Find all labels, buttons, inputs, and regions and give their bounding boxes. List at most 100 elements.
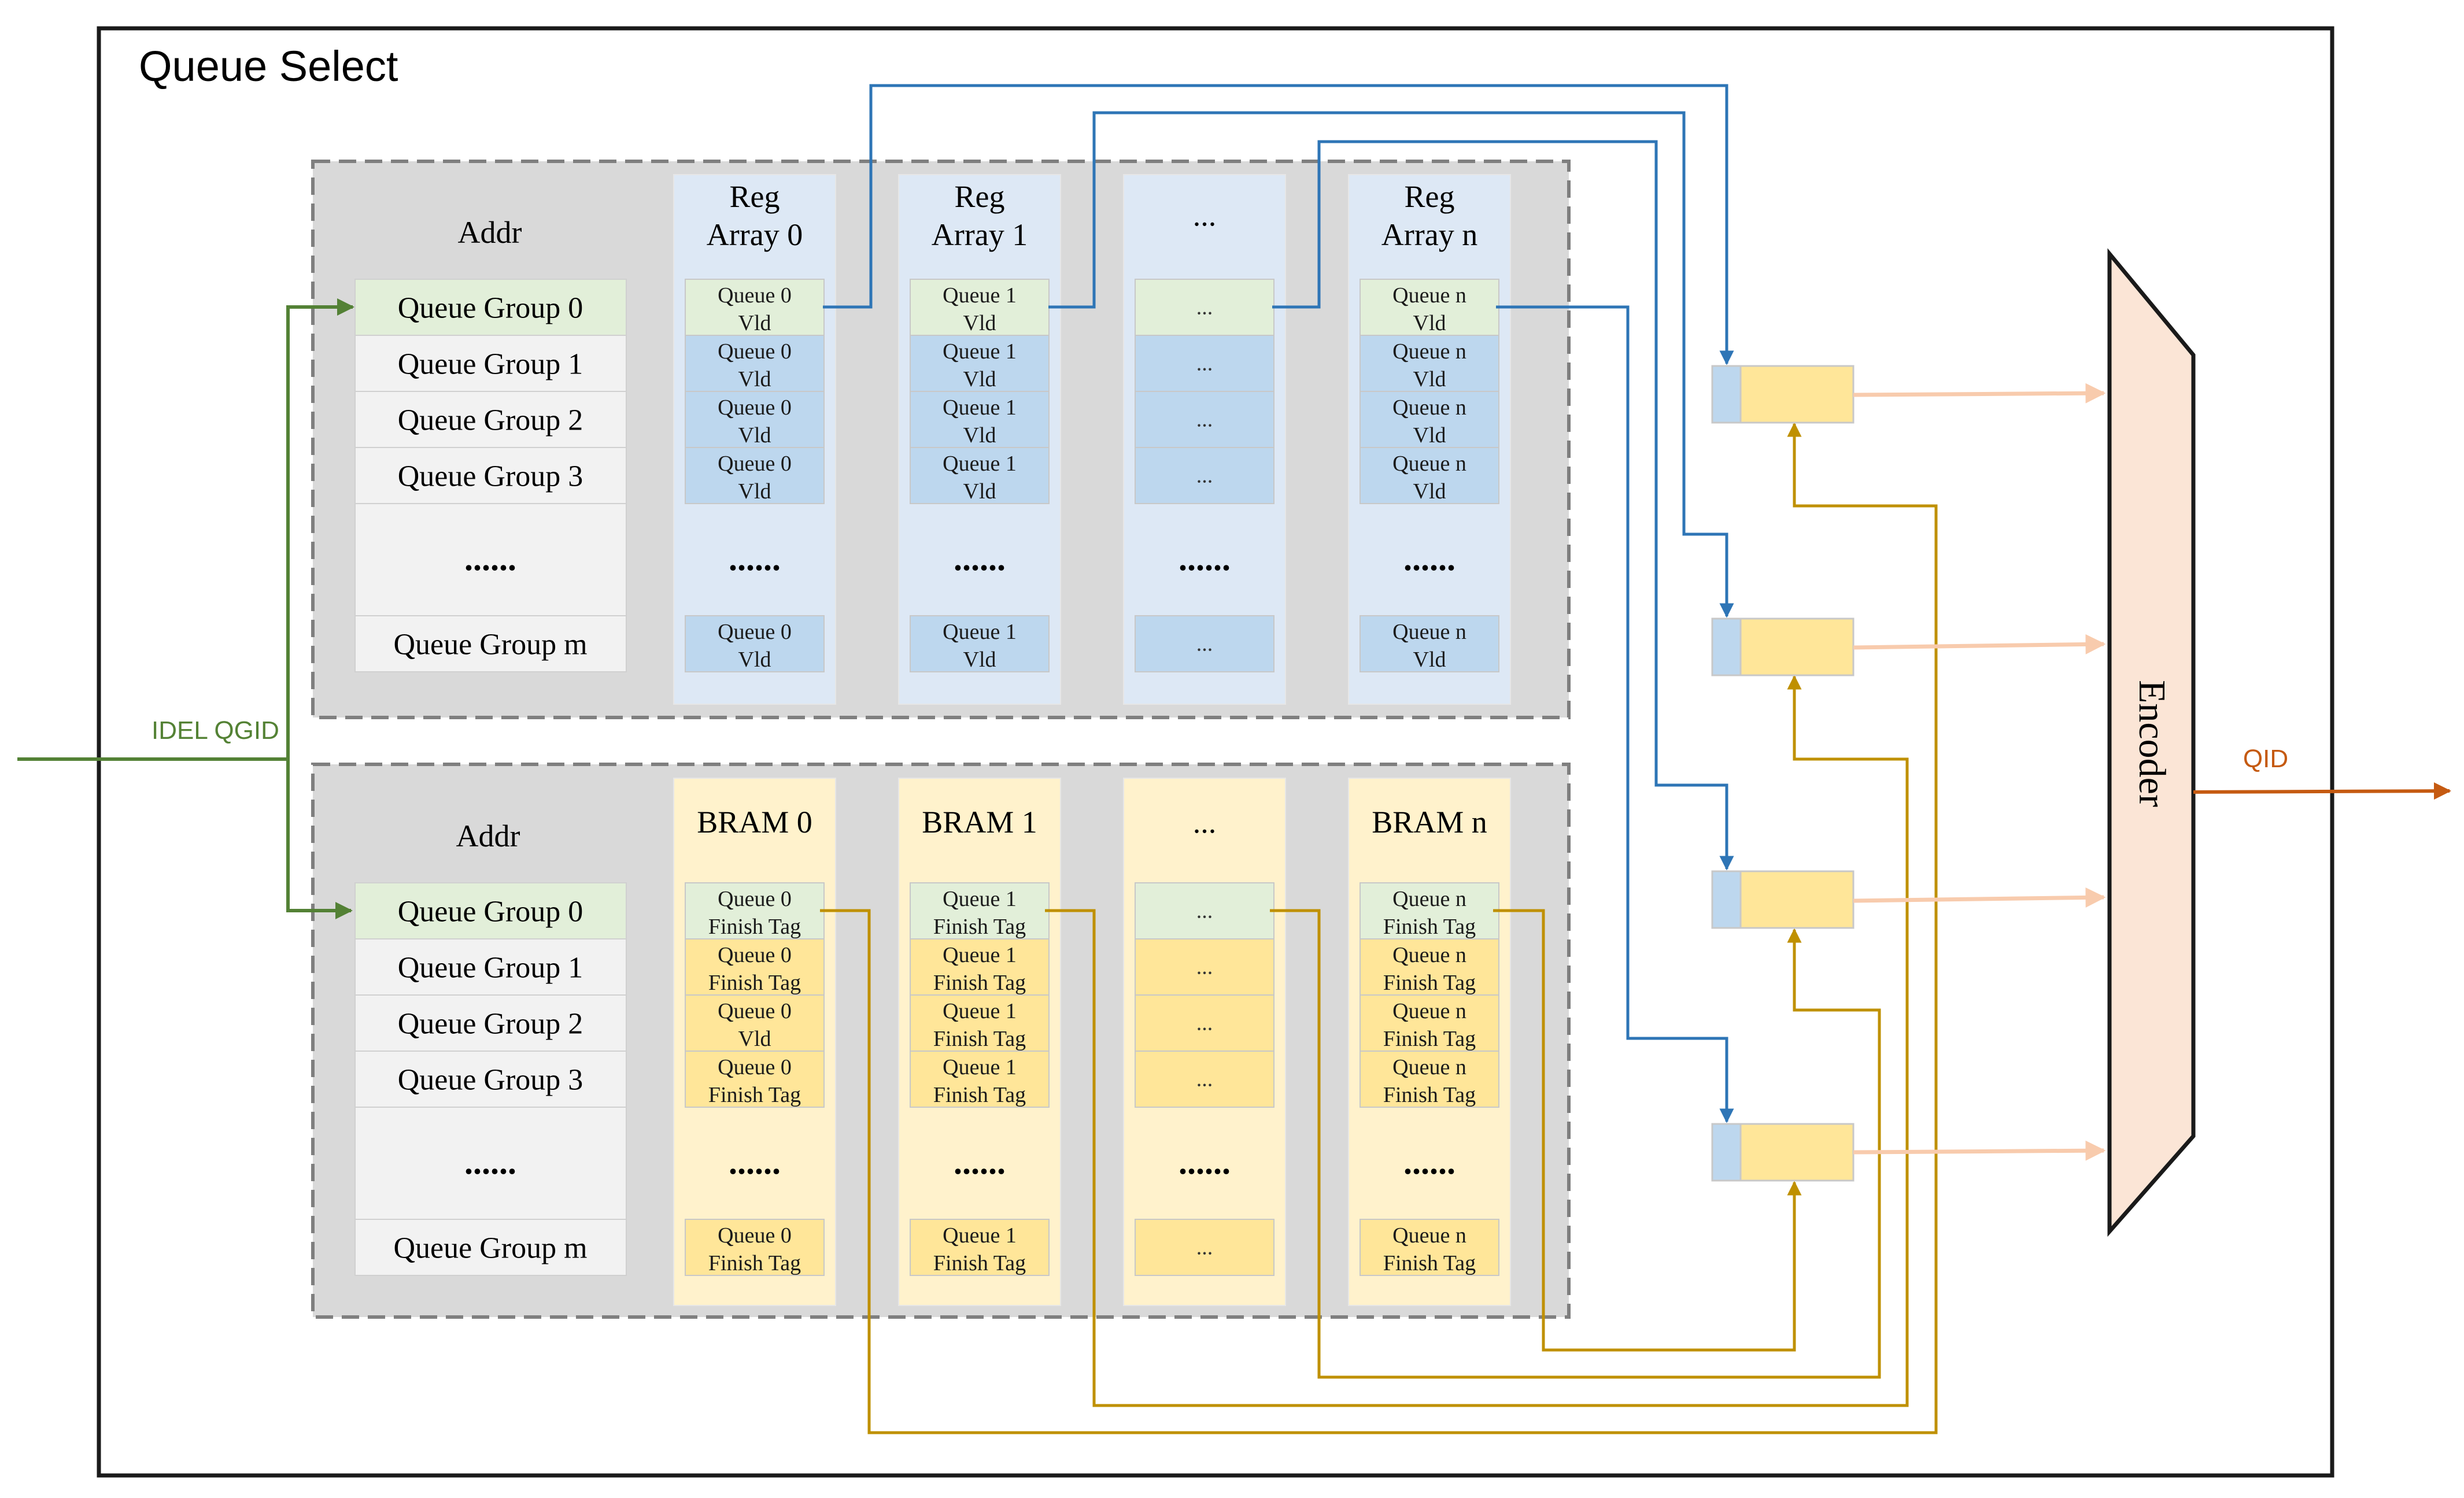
memory-cell-label: Queue n (1392, 1223, 1466, 1248)
comparator-valid-bit (1711, 870, 1742, 929)
comparator-0 (1711, 365, 2106, 424)
memory-cell-label: Queue 1 (943, 452, 1017, 476)
ellipsis-row: ...... (954, 539, 1006, 578)
reg-wires (823, 84, 1734, 1123)
output-label: QID (2243, 745, 2288, 773)
memory-cell-label: Finish Tag (1383, 971, 1476, 995)
memory-cell-label: Vld (1413, 479, 1446, 504)
memory-cell-label: Vld (1413, 311, 1446, 335)
memory-cell (1360, 1219, 1499, 1276)
comparator-tag-field (1739, 365, 1855, 424)
memory-cell-label: Vld (1413, 367, 1446, 391)
memory-cell-label: Queue 0 (718, 620, 792, 644)
memory-cell-label: ... (1196, 295, 1213, 320)
comparator-out-arrow (1853, 1140, 2106, 1161)
addr-row (354, 1051, 627, 1108)
memory-column-header: ... (1193, 805, 1217, 839)
memory-cell (910, 994, 1050, 1052)
ellipsis-row: ...... (729, 1143, 781, 1181)
memory-cell (1135, 447, 1275, 504)
memory-cell-label: Queue 1 (943, 1223, 1017, 1248)
memory-cell-label: Queue n (1392, 620, 1466, 644)
memory-cell (1360, 994, 1499, 1052)
memory-cell-label: Finish Tag (933, 915, 1026, 939)
memory-cell-label: Queue 1 (943, 1055, 1017, 1079)
memory-cell-label: Queue n (1392, 452, 1466, 476)
memory-cell (1135, 1051, 1275, 1108)
memory-cell-label: Finish Tag (933, 971, 1026, 995)
memory-cell-label: Queue n (1392, 1055, 1466, 1079)
memory-cell-label: Vld (963, 423, 996, 447)
memory-cell-label: Finish Tag (708, 1083, 801, 1107)
memory-cell (1360, 335, 1499, 392)
memory-cell (1135, 994, 1275, 1052)
memory-cell-label: Queue n (1392, 943, 1466, 967)
addr-row (354, 938, 627, 996)
comparator-2 (1711, 870, 2106, 929)
comparator-valid-bit (1711, 1123, 1742, 1182)
memory-column-header: Array 1 (932, 217, 1028, 252)
addr-row-label: Queue Group 1 (398, 952, 583, 985)
addr-row (354, 335, 627, 392)
reg-wire-2 (1272, 140, 1734, 871)
addr-row-label: Queue Group 2 (398, 404, 583, 437)
memory-cell-label: ... (1196, 632, 1213, 656)
memory-cell-label: ... (1196, 408, 1213, 432)
comparator-out-arrow (1853, 887, 2106, 908)
ellipsis-row: ...... (729, 539, 781, 578)
comparator-tag-field (1739, 870, 1855, 929)
memory-column-header: ... (1193, 198, 1217, 232)
addr-row (354, 1219, 627, 1276)
encoder-label: Encoder (2131, 680, 2173, 807)
memory-cell-label: Finish Tag (933, 1083, 1026, 1107)
memory-cell (685, 938, 825, 996)
addr-row (354, 279, 627, 336)
addr-row (354, 391, 627, 448)
ellipsis-row: ...... (954, 1143, 1006, 1181)
memory-cell (1135, 938, 1275, 996)
memory-cell (910, 615, 1050, 672)
memory-cell-label: ... (1196, 464, 1213, 488)
bram-wire-0 (820, 422, 1938, 1434)
memory-column-header: BRAM 0 (697, 805, 812, 839)
memory-cell (910, 391, 1050, 448)
memory-cell (910, 938, 1050, 996)
memory-cell-label: Vld (738, 367, 771, 391)
memory-cell (685, 279, 825, 336)
input-path: IDEL QGID (17, 298, 354, 919)
memory-cell-label: Finish Tag (1383, 1027, 1476, 1051)
memory-cell-label: Vld (738, 648, 771, 672)
addr-row (354, 994, 627, 1052)
input-branch-reg (286, 298, 354, 759)
memory-cell (1360, 279, 1499, 336)
memory-cell-label: ... (1196, 899, 1213, 923)
encoder-shape (2107, 248, 2196, 1237)
memory-cell (685, 882, 825, 940)
ellipsis-row: ...... (1179, 539, 1231, 578)
input-branch-bram (286, 759, 353, 919)
output-arrow (2193, 782, 2451, 800)
memory-column-header: Reg (730, 179, 780, 214)
memory-cell-label: Queue 0 (718, 395, 792, 420)
memory-cell-label: Queue 1 (943, 395, 1017, 420)
memory-cell (910, 1219, 1050, 1276)
memory-cell (685, 994, 825, 1052)
addr-row-label: Queue Group 3 (398, 1064, 583, 1097)
addr-row-label: Queue Group m (393, 1232, 587, 1265)
addr-row (354, 615, 627, 672)
memory-cell-label: Queue 0 (718, 1223, 792, 1248)
memory-cell-label: Queue 0 (718, 339, 792, 364)
addr-row-label: Queue Group 0 (398, 292, 583, 325)
reg-wire-3 (1496, 305, 1734, 1123)
memory-cell-label: Queue 1 (943, 620, 1017, 644)
memory-cell-label: Finish Tag (933, 1027, 1026, 1051)
memory-cell (1135, 1219, 1275, 1276)
memory-cell (1360, 938, 1499, 996)
memory-cell-label: Finish Tag (933, 1251, 1026, 1275)
memory-cell (685, 1219, 825, 1276)
